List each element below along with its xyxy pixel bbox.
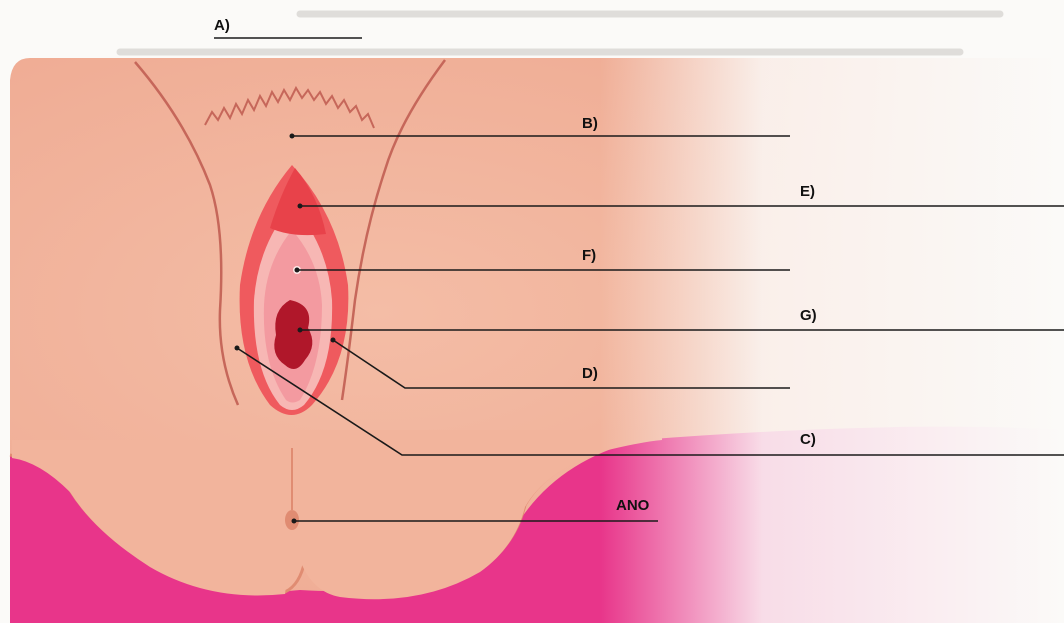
right-fade: [600, 58, 1064, 623]
label-b: B): [582, 115, 598, 132]
label-a: A): [214, 17, 230, 34]
label-ano: ANO: [616, 497, 650, 514]
label-c: C): [800, 431, 816, 448]
label-f: F): [582, 247, 596, 264]
label-g: G): [800, 307, 817, 324]
label-e: E): [800, 183, 815, 200]
label-d: D): [582, 365, 598, 382]
